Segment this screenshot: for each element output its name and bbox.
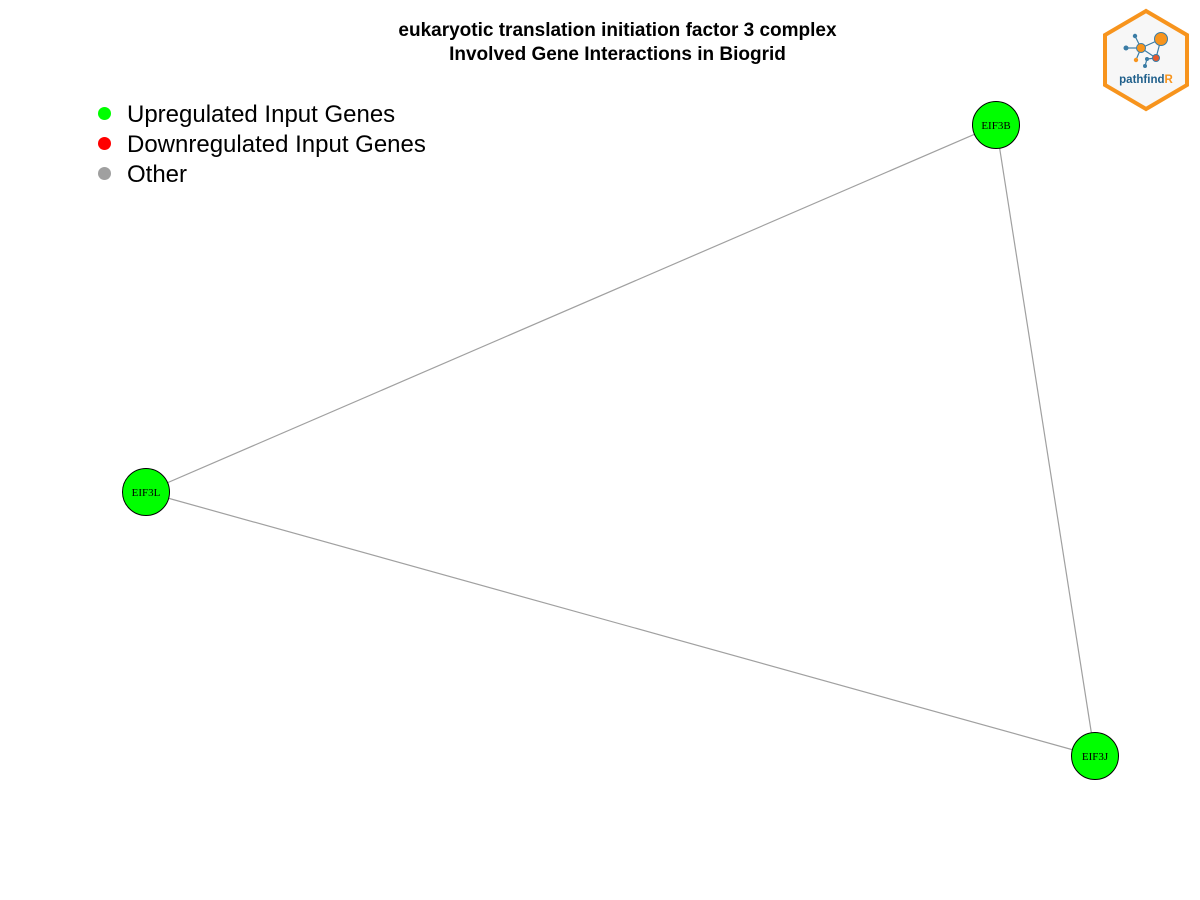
legend-dot-downregulated	[98, 137, 111, 150]
node-eif3l[interactable]: EIF3L	[122, 468, 170, 516]
node-eif3j[interactable]: EIF3J	[1071, 732, 1119, 780]
title-line-2: Involved Gene Interactions in Biogrid	[449, 44, 786, 65]
legend-dot-upregulated	[98, 107, 111, 120]
network-nodes: EIF3B EIF3L EIF3J	[122, 101, 1119, 780]
logo-node	[1133, 57, 1139, 63]
node-eif3l-circle	[122, 468, 170, 516]
node-eif3b[interactable]: EIF3B	[972, 101, 1020, 149]
chart-title: eukaryotic translation initiation factor…	[0, 19, 1200, 67]
title-line-1: eukaryotic translation initiation factor…	[398, 20, 837, 41]
logo-text: pathfindR	[1119, 74, 1173, 86]
logo-text-accent: R	[1165, 74, 1174, 86]
logo-node	[1132, 33, 1138, 39]
node-eif3b-circle	[972, 101, 1020, 149]
legend-label-downregulated: Downregulated Input Genes	[127, 131, 426, 158]
logo-node	[1145, 57, 1149, 61]
legend-dot-other	[98, 167, 111, 180]
logo-node	[1143, 64, 1147, 68]
node-eif3b-label: EIF3B	[981, 120, 1010, 132]
network-edges	[145, 124, 1096, 757]
logo-node	[1152, 54, 1160, 62]
legend-label-upregulated: Upregulated Input Genes	[127, 101, 396, 128]
logo-node	[1136, 43, 1146, 53]
legend-label-other: Other	[127, 161, 188, 188]
node-eif3j-label: EIF3J	[1082, 751, 1109, 763]
logo-text-main: pathfind	[1119, 74, 1164, 86]
node-eif3l-label: EIF3L	[132, 487, 161, 499]
edge-eif3l-eif3j	[145, 491, 1096, 757]
pathfindr-logo: pathfindR	[1103, 8, 1189, 112]
logo-node	[1123, 45, 1129, 51]
edge-eif3b-eif3l	[145, 124, 997, 493]
logo-node	[1154, 32, 1168, 46]
edge-eif3b-eif3j	[995, 124, 1096, 757]
node-eif3j-circle	[1071, 732, 1119, 780]
